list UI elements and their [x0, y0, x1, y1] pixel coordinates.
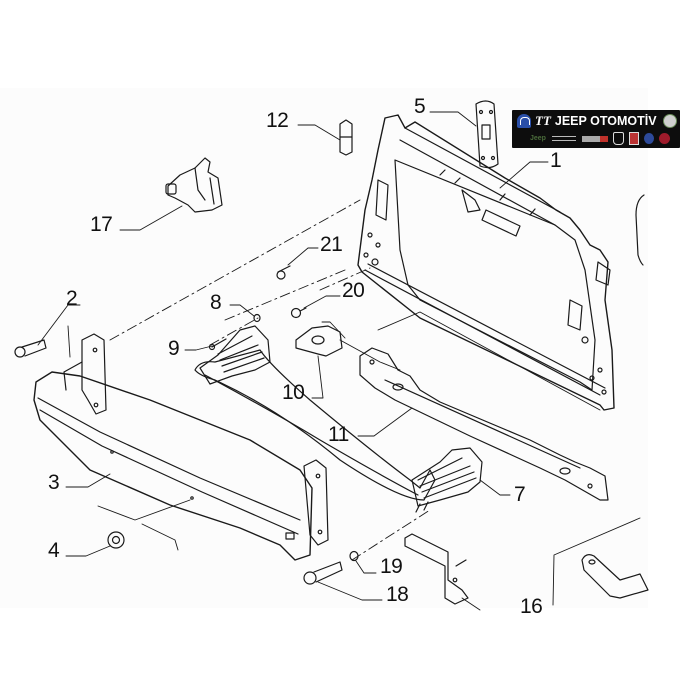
assembly-guide-lines — [109, 199, 431, 561]
leader-line-1 — [499, 161, 549, 189]
leader-line-17 — [119, 205, 183, 231]
diagram-panel — [0, 88, 648, 608]
callout-9[interactable]: 9 — [168, 337, 180, 360]
fiat-icon — [658, 133, 670, 144]
dealer-banner: TT JEEP OTOMOTİV Jeep — [512, 110, 680, 148]
dodge-icon — [581, 135, 608, 142]
banner-top-row: TT JEEP OTOMOTİV — [512, 112, 680, 130]
part-20-bolt[interactable] — [290, 307, 307, 319]
callout-16[interactable]: 16 — [520, 595, 543, 618]
callout-1[interactable]: 1 — [550, 149, 562, 172]
part-19-washer[interactable] — [349, 550, 359, 562]
callout-17[interactable]: 17 — [90, 213, 113, 236]
callout-19[interactable]: 19 — [380, 555, 403, 578]
leader-line-11 — [357, 407, 413, 437]
ram-icon — [612, 132, 624, 145]
callout-3[interactable]: 3 — [48, 471, 60, 494]
part-21-bolt[interactable] — [276, 265, 291, 280]
chrysler-icon — [551, 136, 576, 141]
jeep-icon: Jeep — [530, 135, 546, 142]
leader-line-19 — [355, 560, 377, 574]
leader-line-11b — [339, 339, 401, 371]
part-2-bolt[interactable] — [14, 339, 47, 358]
leader-line-12 — [297, 124, 341, 141]
leader-line-21 — [287, 247, 319, 266]
leader-line-8 — [229, 304, 255, 317]
leader-line-16 — [552, 517, 641, 606]
leader-line-4 — [65, 545, 111, 557]
callout-7[interactable]: 7 — [514, 483, 526, 506]
leader-line-3c — [141, 523, 179, 551]
callout-5[interactable]: 5 — [414, 95, 426, 118]
leader-line-9 — [184, 345, 213, 351]
callout-10[interactable]: 10 — [282, 381, 305, 404]
part-4-nut[interactable] — [107, 531, 125, 549]
partial-part-right-edge — [635, 194, 645, 266]
callout-21[interactable]: 21 — [320, 233, 343, 256]
abarth-icon — [628, 132, 639, 145]
part-10-bracket[interactable] — [295, 325, 343, 357]
leader-line-2b — [67, 325, 71, 358]
banner-title: JEEP OTOMOTİV — [554, 114, 657, 128]
tt-logo: TT — [535, 113, 551, 128]
leader-line-3b — [97, 499, 191, 521]
part-3-bumper-beam[interactable] — [33, 333, 329, 561]
lancia-icon — [643, 133, 654, 144]
leader-line-lower-bracket — [461, 597, 481, 611]
callout-18[interactable]: 18 — [386, 583, 409, 606]
part-16-bracket[interactable] — [581, 554, 649, 599]
banner-brand-row: Jeep — [512, 131, 680, 146]
callout-12[interactable]: 12 — [266, 109, 289, 132]
part-bracket-lower[interactable] — [404, 533, 469, 605]
callout-4[interactable]: 4 — [48, 539, 60, 562]
part-5-plate[interactable] — [475, 100, 499, 169]
callout-2[interactable]: 2 — [66, 287, 78, 310]
mopar-icon — [517, 114, 531, 128]
part-18-bolt[interactable] — [303, 561, 343, 585]
callout-11[interactable]: 11 — [328, 423, 349, 446]
leader-line-20 — [303, 295, 341, 309]
alfa-romeo-icon — [662, 114, 677, 128]
leader-line-18 — [317, 581, 383, 601]
leader-line-11c — [377, 311, 601, 411]
part-1-front-end-carrier[interactable] — [357, 114, 615, 411]
part-7-crash-box-assembly[interactable] — [194, 325, 483, 513]
leader-line-7 — [479, 479, 511, 496]
part-12-clip[interactable] — [339, 119, 353, 156]
part-17-bracket[interactable] — [165, 157, 223, 213]
part-11-lower-crossmember[interactable] — [359, 347, 609, 501]
leader-line-10b — [321, 321, 346, 339]
callout-8[interactable]: 8 — [210, 291, 222, 314]
part-8-washer[interactable] — [253, 313, 261, 323]
leader-line-5 — [429, 111, 477, 127]
callout-20[interactable]: 20 — [342, 279, 365, 302]
leader-line-10 — [311, 355, 324, 399]
leader-line-2 — [37, 304, 81, 346]
leader-line-3 — [65, 473, 111, 488]
